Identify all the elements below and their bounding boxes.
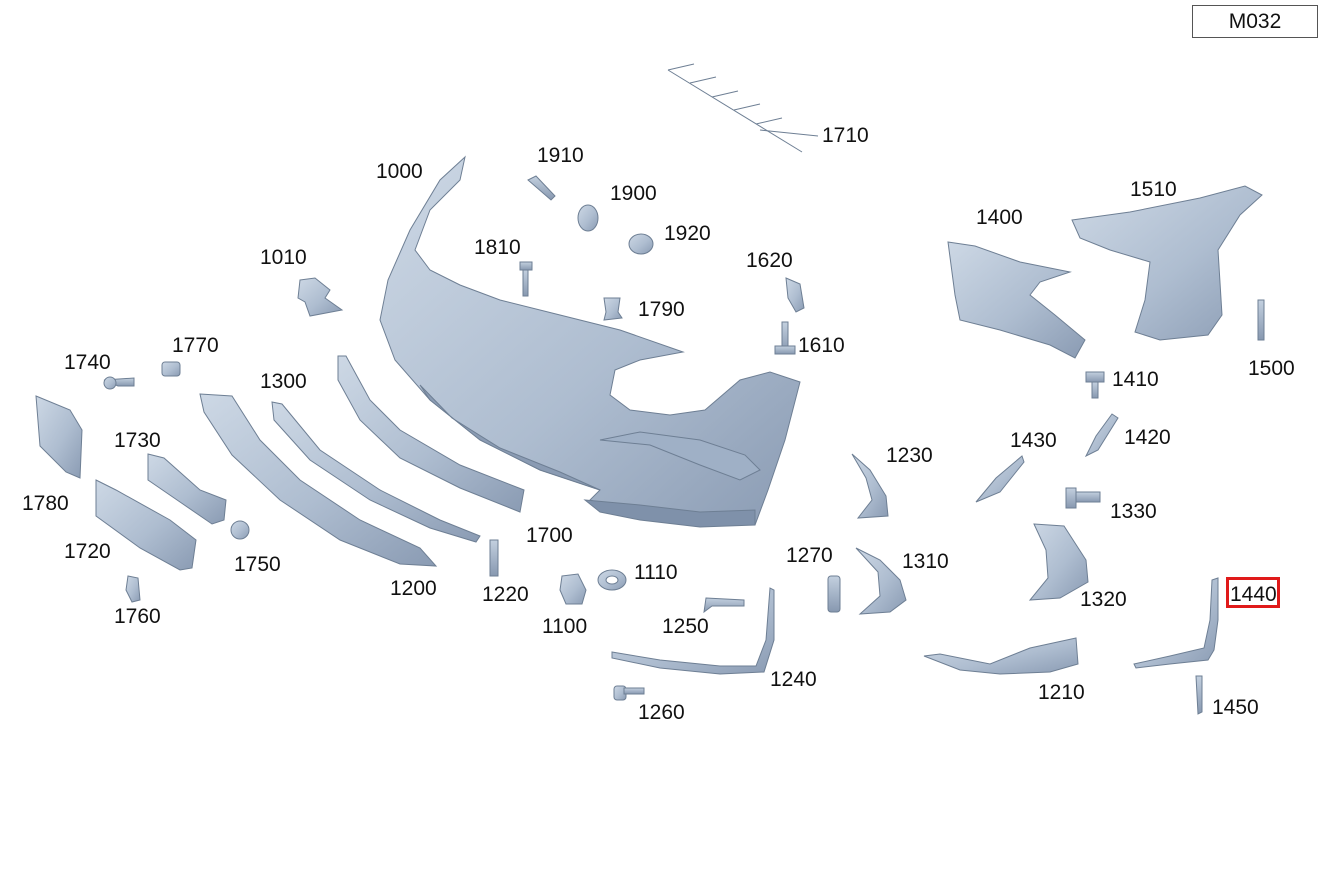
part-1760-shape <box>125 575 141 603</box>
part-1730-shape <box>147 453 227 525</box>
part-1700-shape <box>337 355 525 513</box>
part-1610-shape <box>774 321 796 355</box>
part-label-1710[interactable]: 1710 <box>822 124 869 147</box>
part-label-1720[interactable]: 1720 <box>64 540 111 563</box>
part-label-1760[interactable]: 1760 <box>114 605 161 628</box>
part-label-1220[interactable]: 1220 <box>482 583 529 606</box>
part-1500-shape <box>1257 299 1265 341</box>
part-1320-shape <box>1028 523 1089 601</box>
part-label-1780[interactable]: 1780 <box>22 492 69 515</box>
part-label-1920[interactable]: 1920 <box>664 222 711 245</box>
part-1750-shape <box>230 520 250 540</box>
part-1450-shape <box>1195 675 1203 715</box>
part-label-1910[interactable]: 1910 <box>537 144 584 167</box>
part-label-1510[interactable]: 1510 <box>1130 178 1177 201</box>
part-label-1740[interactable]: 1740 <box>64 351 111 374</box>
part-1270-shape <box>827 575 841 613</box>
part-label-1730[interactable]: 1730 <box>114 429 161 452</box>
part-1250-shape <box>703 597 745 614</box>
part-label-1300[interactable]: 1300 <box>260 370 307 393</box>
highlight-box <box>1226 577 1280 608</box>
part-1300-shape <box>271 401 481 543</box>
part-1740-shape <box>103 376 135 390</box>
part-1230-shape <box>851 453 889 519</box>
part-1400-shape <box>947 241 1086 359</box>
part-label-1700[interactable]: 1700 <box>526 524 573 547</box>
part-label-1790[interactable]: 1790 <box>638 298 685 321</box>
part-1210-shape <box>923 637 1079 675</box>
part-label-1010[interactable]: 1010 <box>260 246 307 269</box>
part-label-1320[interactable]: 1320 <box>1080 588 1127 611</box>
part-label-1240[interactable]: 1240 <box>770 668 817 691</box>
part-1780-shape <box>35 395 83 479</box>
part-label-1210[interactable]: 1210 <box>1038 681 1085 704</box>
part-label-1310[interactable]: 1310 <box>902 550 949 573</box>
part-label-1250[interactable]: 1250 <box>662 615 709 638</box>
part-1410-shape <box>1085 371 1105 399</box>
part-label-1420[interactable]: 1420 <box>1124 426 1171 449</box>
part-1790-shape <box>603 297 623 321</box>
part-1770-shape <box>161 361 181 377</box>
part-label-1810[interactable]: 1810 <box>474 236 521 259</box>
part-label-1450[interactable]: 1450 <box>1212 696 1259 719</box>
part-1620-shape <box>785 277 805 313</box>
part-1510-shape <box>1071 185 1263 341</box>
part-label-1400[interactable]: 1400 <box>976 206 1023 229</box>
part-1900-shape <box>577 204 599 232</box>
part-1310-shape <box>855 547 907 615</box>
part-1910-shape <box>527 175 556 201</box>
part-label-1000[interactable]: 1000 <box>376 160 423 183</box>
part-label-1610[interactable]: 1610 <box>798 334 845 357</box>
part-1010-shape <box>297 277 344 317</box>
part-1330-shape <box>1065 487 1101 509</box>
part-1420-shape <box>1084 413 1119 458</box>
part-label-1770[interactable]: 1770 <box>172 334 219 357</box>
part-1710-shape <box>667 63 819 153</box>
part-label-1110[interactable]: 1110 <box>634 561 678 584</box>
part-1000-shape <box>379 155 801 528</box>
part-label-1620[interactable]: 1620 <box>746 249 793 272</box>
part-1240-shape <box>611 587 775 675</box>
part-label-1330[interactable]: 1330 <box>1110 500 1157 523</box>
part-1110-shape <box>597 569 627 591</box>
part-1200-shape <box>199 393 438 567</box>
part-label-1200[interactable]: 1200 <box>390 577 437 600</box>
part-1810-shape <box>519 261 533 297</box>
part-label-1500[interactable]: 1500 <box>1248 357 1295 380</box>
part-1220-shape <box>489 539 499 577</box>
part-label-1230[interactable]: 1230 <box>886 444 933 467</box>
part-1100-shape <box>559 573 587 605</box>
part-1430-shape <box>975 455 1025 503</box>
part-label-1270[interactable]: 1270 <box>786 544 833 567</box>
part-label-1100[interactable]: 1100 <box>542 615 588 638</box>
diagram-code-box: M032 <box>1192 5 1318 38</box>
part-1440-shape <box>1133 577 1219 669</box>
part-label-1410[interactable]: 1410 <box>1112 368 1159 391</box>
part-1260-shape <box>613 685 645 701</box>
part-1720-shape <box>95 479 197 571</box>
part-1920-shape <box>628 233 654 255</box>
part-label-1440[interactable]: 1440 <box>1230 583 1277 606</box>
part-label-1260[interactable]: 1260 <box>638 701 685 724</box>
part-label-1750[interactable]: 1750 <box>234 553 281 576</box>
part-label-1900[interactable]: 1900 <box>610 182 657 205</box>
part-label-1430[interactable]: 1430 <box>1010 429 1057 452</box>
